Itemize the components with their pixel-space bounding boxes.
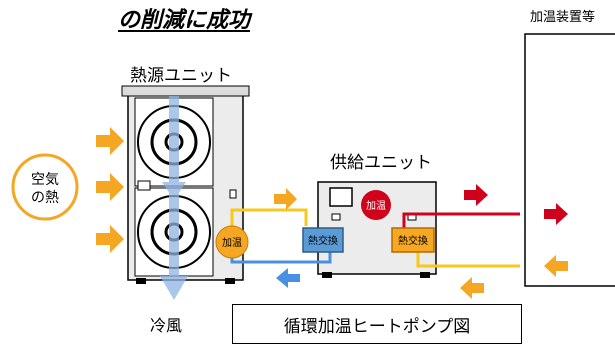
flow-arrow-orange-left-1 — [544, 255, 568, 277]
heating-label-supply: 加温 — [366, 200, 386, 212]
flow-arrow-blue-left — [276, 268, 300, 288]
heating-label-source: 加温 — [222, 237, 242, 249]
facility-label: 加温装置等 — [530, 10, 596, 25]
cold-air-label: 冷風 — [150, 316, 183, 335]
heat-exchanger-blue — [302, 227, 344, 253]
page-title: の削減に成功 — [118, 8, 251, 33]
diagram-caption: 循環加温ヒートポンプ図 — [232, 304, 522, 344]
supply-unit-label: 供給ユニット — [330, 153, 432, 173]
air-inflow-arrows — [96, 127, 124, 253]
flow-arrow-red-right-1 — [464, 184, 488, 206]
flow-arrow-red-right-2 — [544, 203, 568, 225]
facility-box — [524, 33, 615, 287]
heat-exchanger-orange — [391, 227, 435, 253]
heating-circle-supply — [361, 190, 391, 220]
warm-supply-pipe — [230, 208, 308, 238]
warm-return-pipe — [416, 250, 520, 268]
cold-air-arrow — [160, 96, 188, 300]
air-heat-label-line2: の熱 — [31, 190, 59, 206]
heat-exchanger-label-1: 熱交換 — [308, 234, 338, 247]
source-unit-label: 熱源ユニット — [130, 66, 232, 86]
air-heat-label-line1: 空気 — [31, 172, 59, 188]
air-heat-circle — [11, 153, 79, 221]
flow-arrow-orange-right — [274, 188, 297, 210]
heat-exchanger-label-2: 熱交換 — [398, 234, 428, 247]
flow-arrow-orange-left-2 — [460, 277, 484, 299]
heating-circle-source — [215, 225, 249, 259]
